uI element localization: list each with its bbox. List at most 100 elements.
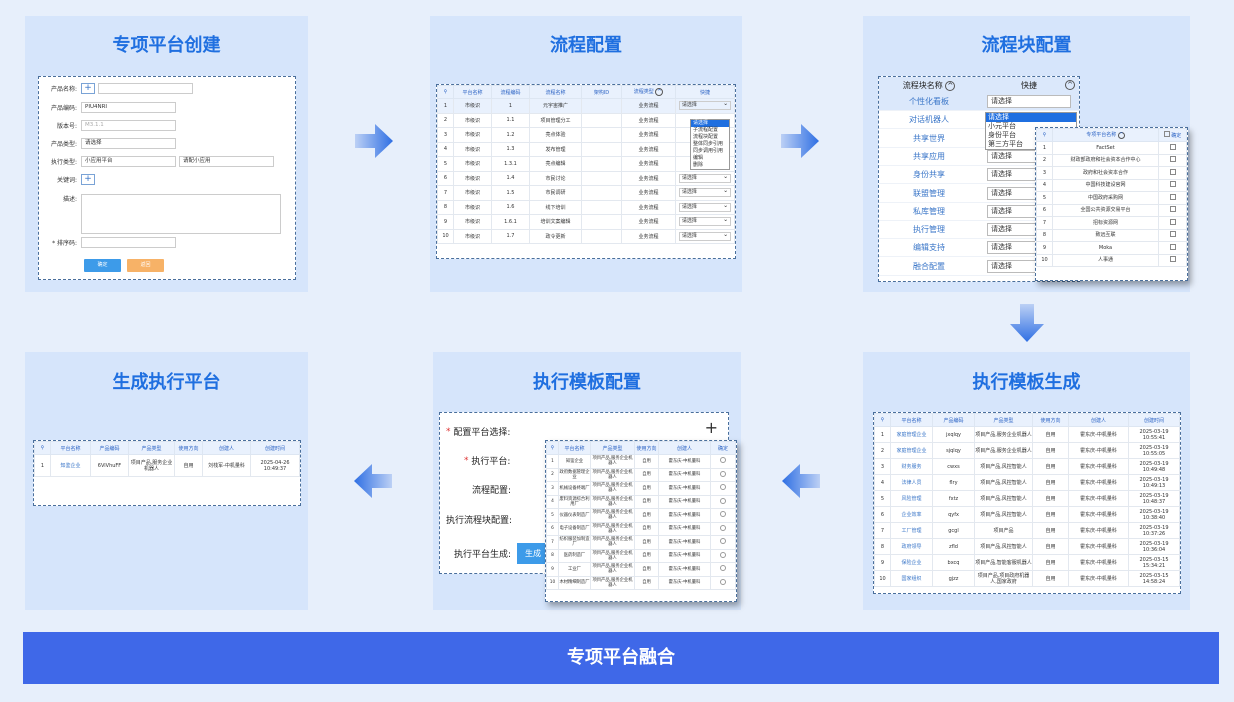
exec-app-select[interactable]: 请配小应用 [179, 156, 274, 167]
dropdown-option[interactable]: 整体同步引用 [693, 141, 724, 147]
dropdown-option[interactable]: 请选择 [986, 113, 1076, 122]
sort-input[interactable] [81, 237, 176, 248]
table-cell[interactable]: 知鉴企业 [50, 454, 91, 477]
table-cell[interactable]: 工厂管理 [890, 522, 933, 539]
search-icon[interactable]: ⚲ [546, 441, 559, 455]
search-icon[interactable]: ⚲ [437, 85, 454, 99]
generate-button[interactable]: 生成 [517, 543, 550, 564]
row-checkbox[interactable] [1169, 256, 1176, 263]
version-input[interactable]: M3.1.1 [81, 120, 176, 131]
dropdown-option[interactable]: 同步调用引用 [693, 148, 724, 154]
table-cell[interactable]: 财务服务 [890, 458, 933, 475]
row-checkbox[interactable] [1169, 156, 1176, 163]
dropdown-option[interactable]: 身份平台 [988, 131, 1016, 139]
table-cell[interactable]: 保险企业 [890, 554, 933, 571]
expand-icon[interactable]: ^ [945, 80, 956, 91]
table-cell[interactable]: 家庭管理企业 [890, 426, 933, 443]
confirm-button[interactable]: 确定 [84, 259, 121, 272]
row-radio[interactable] [720, 484, 726, 491]
desc-textarea[interactable] [81, 194, 281, 234]
table-cell[interactable]: 家庭管理企业 [890, 442, 933, 459]
quick-select[interactable]: 请选择 [678, 173, 732, 183]
add-icon[interactable]: + [81, 83, 95, 94]
flowblock-select[interactable]: 请选择 [987, 95, 1071, 108]
row-checkbox[interactable] [1169, 231, 1176, 238]
row-radio[interactable] [720, 551, 726, 558]
row-checkbox[interactable] [1169, 206, 1176, 213]
row-radio[interactable] [720, 565, 726, 572]
expand-icon[interactable]: ^ [1117, 132, 1125, 139]
row-radio[interactable] [720, 511, 726, 518]
product-type-select[interactable]: 请选择 [81, 138, 176, 149]
dropdown-option[interactable]: 删除 [693, 162, 704, 168]
quick-select[interactable]: 请选择 [678, 187, 732, 198]
dropdown-option[interactable]: 请选择 [691, 120, 729, 127]
row-checkbox[interactable] [1169, 168, 1176, 175]
expand-icon[interactable]: ^ [1065, 80, 1075, 90]
row-checkbox[interactable] [1169, 218, 1176, 225]
table-cell[interactable]: 风险管理 [890, 490, 933, 507]
search-icon[interactable]: ⚲ [874, 413, 891, 427]
product-code-input[interactable]: PIU4NRI [81, 102, 176, 113]
expand-icon[interactable]: ^ [655, 88, 664, 96]
row-checkbox[interactable] [1169, 143, 1176, 150]
table-cell[interactable]: 政府领导 [890, 538, 933, 555]
search-icon[interactable]: ⚲ [34, 441, 51, 455]
back-button[interactable]: 返回 [127, 259, 164, 272]
product-name-input[interactable] [98, 83, 193, 94]
quick-select[interactable]: 请选择 [678, 216, 732, 227]
select-all-checkbox[interactable] [1163, 131, 1170, 137]
flow-quick-dropdown[interactable]: 请选择子流程配置流程块配置整体同步引用同步调用引用编辑删除 [690, 119, 730, 170]
row-radio[interactable] [720, 470, 726, 477]
table-cell[interactable]: 企业效率 [890, 506, 933, 523]
table-cell[interactable]: 国家组织 [890, 570, 933, 587]
quick-select[interactable]: 请选择 [678, 202, 732, 212]
add-keyword-icon[interactable]: + [81, 174, 95, 185]
add-platform-icon[interactable]: + [704, 418, 718, 437]
row-checkbox[interactable] [1169, 193, 1176, 200]
table-cell[interactable]: 法律人员 [890, 474, 933, 491]
row-radio[interactable] [720, 538, 726, 545]
flowblock-row[interactable]: 个性化看板请选择 [879, 93, 1079, 111]
row-radio[interactable] [720, 524, 726, 531]
row-radio[interactable] [720, 457, 726, 464]
row-checkbox[interactable] [1169, 243, 1176, 250]
row-checkbox[interactable] [1169, 181, 1176, 188]
dropdown-option[interactable]: 第三方平台 [988, 140, 1023, 148]
exec-type-select[interactable]: 小应用平台 [81, 156, 176, 167]
quick-select[interactable]: 请选择 [678, 231, 732, 241]
